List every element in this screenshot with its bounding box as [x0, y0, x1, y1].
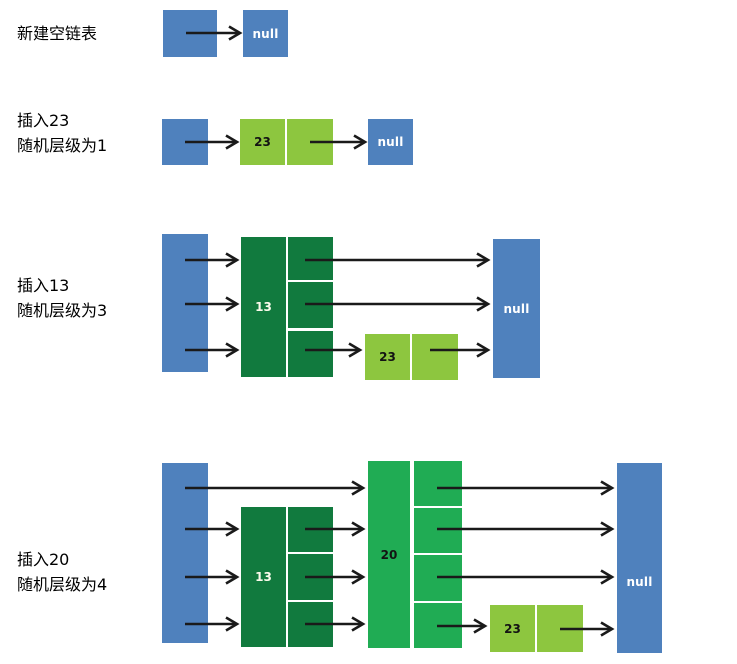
step3-label-line1: 插入13 — [17, 276, 70, 295]
step2-label-line1: 插入23 — [17, 111, 70, 130]
node-20-pointer-l1-step4 — [414, 603, 462, 648]
null-node-step4: null — [617, 463, 662, 653]
step1-label-line1: 新建空链表 — [17, 24, 98, 43]
node-13-pointer-l3-step3 — [288, 237, 333, 280]
head-node-step3 — [162, 234, 208, 372]
node-23-pointer-step3 — [412, 334, 458, 380]
node-23-label: 23 — [254, 135, 271, 149]
step3-label-line2: 随机层级为3 — [17, 301, 108, 320]
node-23-label: 23 — [379, 350, 396, 364]
node-13-label: 13 — [255, 300, 272, 314]
node-13-pointer-l3-step4 — [288, 507, 333, 552]
step4-label: 插入20 随机层级为4 — [17, 547, 107, 597]
node-13-pointer-l2-step4 — [288, 554, 333, 600]
node-23-pointer-step4 — [537, 605, 583, 652]
null-node-step3: null — [493, 239, 540, 378]
node-13-pointer-l1-step3 — [288, 331, 333, 377]
step3-label: 插入13 随机层级为3 — [17, 273, 107, 323]
head-node-step1 — [163, 10, 217, 57]
node-13-pointer-l2-step3 — [288, 282, 333, 328]
node-20-pointer-l3-step4 — [414, 508, 462, 553]
node-13-label: 13 — [255, 570, 272, 584]
null-label: null — [503, 301, 530, 316]
null-node-step2: null — [368, 119, 413, 165]
step1-label: 新建空链表 — [17, 21, 97, 46]
node-13-pointer-l1-step4 — [288, 602, 333, 647]
node-20-pointer-l2-step4 — [414, 555, 462, 601]
node-23-pointer-step2 — [287, 119, 333, 165]
node-13-value-step3: 13 — [241, 237, 286, 377]
node-20-pointer-l4-step4 — [414, 461, 462, 506]
null-label: null — [626, 575, 653, 589]
node-20-value-step4: 20 — [368, 461, 410, 648]
null-node-step1: null — [243, 10, 288, 57]
node-23-value-step3: 23 — [365, 334, 410, 380]
step4-label-line1: 插入20 — [17, 550, 70, 569]
node-23-value-step2: 23 — [240, 119, 285, 165]
head-node-step4 — [162, 463, 208, 643]
head-node-step2 — [162, 119, 208, 165]
step2-label-line2: 随机层级为1 — [17, 136, 108, 155]
null-label: null — [377, 135, 404, 149]
node-13-value-step4: 13 — [241, 507, 286, 647]
step2-label: 插入23 随机层级为1 — [17, 108, 107, 158]
node-20-label: 20 — [380, 547, 398, 562]
node-23-label: 23 — [504, 621, 521, 636]
node-23-value-step4: 23 — [490, 605, 535, 652]
step4-label-line2: 随机层级为4 — [17, 575, 108, 594]
null-label: null — [252, 26, 279, 41]
